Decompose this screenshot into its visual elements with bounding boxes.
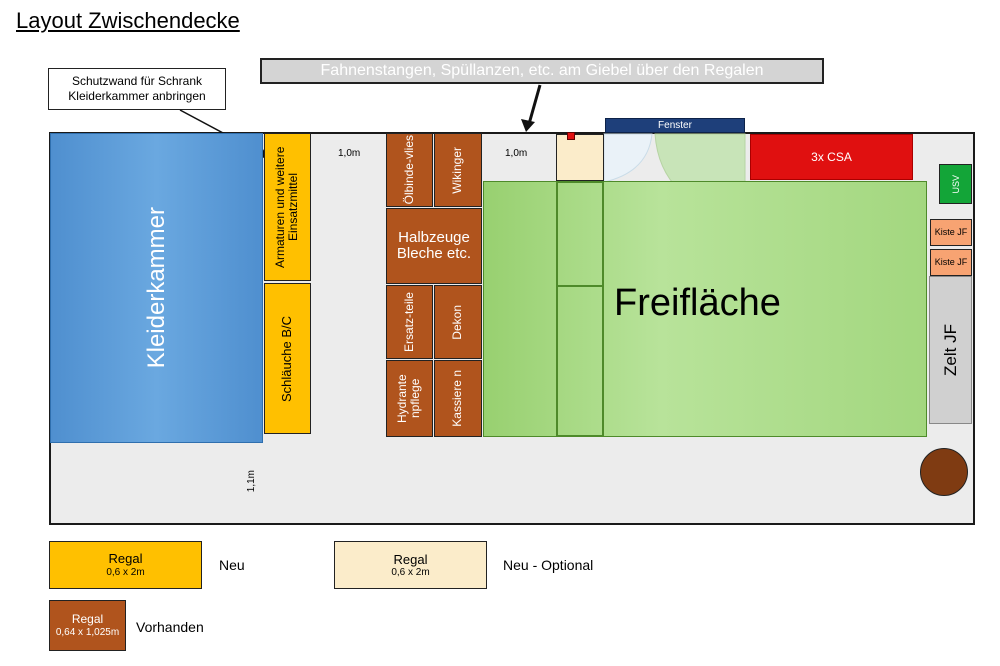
dimension-gap-1: 1,0m (338, 148, 361, 159)
schlaeuche-label: Schläuche B/C (279, 315, 295, 402)
shelf-optional-divider (556, 285, 604, 287)
armaturen-label: Armaturen und weitere Einsatzmittel (273, 146, 301, 268)
legend-swatch-optional: Regal 0,6 x 2m (334, 541, 487, 589)
kleiderkammer-label: Kleiderkammer (142, 207, 170, 369)
legend-existing-title: Regal (71, 612, 104, 627)
dekon-label: Dekon (450, 304, 465, 340)
hydrantenpflege-label: Hydrante npflege (395, 374, 423, 423)
legend-existing-label: Vorhanden (136, 619, 204, 635)
marker-red (567, 132, 575, 140)
banner-arrow-line (527, 84, 542, 125)
legend-optional-label: Neu - Optional (503, 557, 594, 573)
callout-note: Schutzwand für Schrank Kleiderkammer anb… (48, 68, 226, 110)
kassieren-label: Kassiere n (450, 370, 465, 427)
shelf-halbzeuge: Halbzeuge Bleche etc. (386, 208, 482, 284)
shelf-kassieren: Kassiere n (434, 360, 482, 437)
box-usv: USV (939, 164, 972, 204)
ersatzteile-label: Ersatz-teile (401, 291, 416, 353)
shelf-oelbindevlies: Ölbinde-vlies (386, 133, 433, 207)
banner-arrow-head (521, 119, 535, 132)
area-zelt: Zelt JF (929, 276, 972, 424)
shelf-wikinger: Wikinger (434, 133, 482, 207)
legend-new-label: Neu (219, 557, 245, 573)
window-fenster: Fenster (605, 118, 745, 133)
usv-label: USV (950, 174, 961, 194)
room-kleiderkammer: Kleiderkammer (50, 133, 263, 443)
box-kiste-2: Kiste JF (930, 249, 972, 276)
freiflaeche-label: Freifläche (614, 282, 781, 324)
shelf-optional-top (556, 134, 604, 181)
halbzeuge-label: Halbzeuge Bleche etc. (396, 228, 472, 262)
window-swing-left (603, 133, 653, 183)
legend-swatch-existing: Regal 0,64 x 1,025m (49, 600, 126, 651)
oelbindevlies-label: Ölbinde-vlies (401, 135, 416, 205)
shelf-armaturen: Armaturen und weitere Einsatzmittel (264, 133, 311, 281)
shelf-hydrantenpflege: Hydrante npflege (386, 360, 433, 437)
dimension-gap-2: 1,0m (505, 148, 528, 159)
zelt-label: Zelt JF (940, 324, 960, 376)
legend-optional-size: 0,6 x 2m (391, 567, 430, 578)
legend-existing-size: 0,64 x 1,025m (55, 626, 120, 638)
wikinger-label: Wikinger (450, 146, 465, 194)
shelf-optional-strip (556, 181, 604, 437)
area-csa: 3x CSA (750, 134, 913, 180)
pillar-round (920, 448, 968, 496)
legend-optional-title: Regal (393, 552, 428, 567)
shelf-ersatzteile: Ersatz-teile (386, 285, 433, 359)
legend-new-title: Regal (108, 551, 143, 567)
legend-swatch-new: Regal 0,6 x 2m (49, 541, 202, 589)
shelf-dekon: Dekon (434, 285, 482, 359)
shelf-schlaeuche: Schläuche B/C (264, 283, 311, 434)
page-title: Layout Zwischendecke (16, 8, 240, 33)
banner-note: Fahnenstangen, Spüllanzen, etc. am Giebe… (260, 58, 824, 84)
dimension-aisle: 1,1m (246, 470, 257, 493)
box-kiste-1: Kiste JF (930, 219, 972, 246)
legend-new-size: 0,6 x 2m (106, 566, 145, 578)
